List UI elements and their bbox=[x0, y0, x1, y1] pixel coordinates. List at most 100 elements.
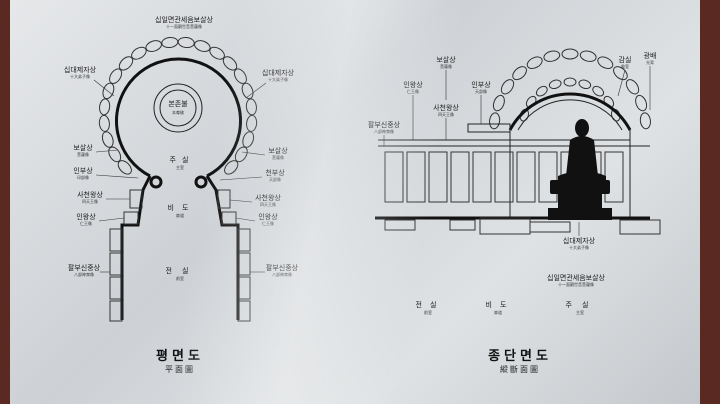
section-label-gwangbae-hanja: 光背 bbox=[646, 59, 654, 65]
section-label-gamsil-hanja: 龕室 bbox=[621, 63, 629, 69]
section-dome-arch bbox=[508, 92, 632, 131]
wall-panel bbox=[428, 151, 448, 203]
stone-block bbox=[543, 50, 561, 62]
stone-block bbox=[241, 82, 254, 100]
stone-block bbox=[579, 50, 597, 62]
section-label-bido: 비도 bbox=[486, 300, 515, 309]
plan-label-jusil-hanja: 主室 bbox=[176, 164, 184, 170]
wall-panel bbox=[472, 151, 492, 203]
section-label-sacheon: 사천왕상 bbox=[433, 103, 459, 112]
section-label-indra-hanja: 天部像 bbox=[475, 88, 487, 94]
section-label-ten: 십대제자상 bbox=[563, 236, 596, 245]
plan-chamber-wall bbox=[115, 57, 242, 178]
plan-label-jeonsil-hanja: 前室 bbox=[176, 275, 184, 281]
section-label-jeonsil-hanja: 前室 bbox=[424, 309, 432, 315]
plan-label-bido: 비도 bbox=[168, 203, 197, 212]
plan-subtitle: 平面圖 bbox=[165, 365, 195, 374]
plan-title: 평면도 bbox=[156, 348, 204, 364]
plan-label-ten-right: 십대제자상 bbox=[262, 68, 295, 77]
wall-panel bbox=[384, 151, 404, 203]
stone-block bbox=[234, 146, 248, 163]
stone-block bbox=[512, 66, 527, 81]
section-labels: 보살상 菩薩像 인왕상 仁王像 인부상 天部像 사천왕상 四天王像 팔부신중상 … bbox=[368, 51, 657, 315]
plan-pillar-left bbox=[149, 175, 163, 189]
stone-block bbox=[245, 98, 257, 116]
plan-label-inwang-left-hanja: 仁王像 bbox=[80, 220, 92, 226]
stone-block bbox=[209, 46, 225, 60]
plan-label-jeonsil: 전실 bbox=[166, 266, 199, 275]
plan-label-palbu-left: 팔부신중상 bbox=[68, 263, 101, 272]
section-label-jusil-hanja: 主室 bbox=[576, 309, 584, 315]
stone-block bbox=[561, 48, 579, 60]
stone-block bbox=[99, 98, 111, 116]
plan-label-jusil: 주실 bbox=[170, 155, 195, 164]
plan-label-inwang-right-hanja: 仁王像 bbox=[262, 220, 274, 226]
plan-label-sacheon-left: 사천왕상 bbox=[77, 190, 103, 199]
plan-label-ten-left: 십대제자상 bbox=[64, 65, 97, 74]
plan-label-buddha: 본존불 bbox=[168, 99, 188, 108]
section-subtitle: 縱斷面圖 bbox=[500, 364, 540, 374]
plan-label-indra: 인부상 bbox=[73, 166, 93, 175]
plan-buddha-inner-circle bbox=[159, 89, 197, 127]
stone-block bbox=[131, 46, 147, 60]
plan-label-bosal-right: 보살상 bbox=[268, 146, 288, 155]
section-label-top-hanja: 十一面觀世音菩薩像 bbox=[558, 281, 594, 287]
stone-block bbox=[246, 114, 258, 132]
wall-panel bbox=[604, 151, 624, 203]
stone-block bbox=[613, 66, 628, 81]
section-label-top: 십일면관세음보살상 bbox=[547, 273, 606, 282]
wall-panel bbox=[406, 151, 426, 203]
stone-block bbox=[592, 85, 605, 97]
section-label-gwangbae: 광배 bbox=[644, 51, 657, 60]
stone-block bbox=[194, 40, 211, 53]
plan-label-inwang-right: 인왕상 bbox=[258, 212, 278, 221]
section-label-palbu: 팔부신중상 bbox=[368, 120, 401, 129]
stone-block bbox=[625, 79, 640, 95]
wall-panel bbox=[450, 151, 470, 203]
plan-label-palbu-right-hanja: 八部神衆像 bbox=[272, 271, 292, 277]
stone-block bbox=[177, 36, 195, 49]
stone-block bbox=[161, 36, 179, 49]
plan-label-indra-hanja: 印部像 bbox=[77, 174, 89, 180]
section-label-sacheon-hanja: 四天王像 bbox=[438, 111, 454, 117]
plan-label-sacheon-right-hanja: 四天王像 bbox=[260, 201, 276, 207]
stone-block bbox=[102, 82, 115, 100]
stone-block bbox=[101, 131, 114, 148]
stone-block bbox=[98, 114, 110, 132]
section-view: 보살상 菩薩像 인왕상 仁王像 인부상 天部像 사천왕상 四天王像 팔부신중상 … bbox=[368, 48, 661, 374]
stone-block bbox=[535, 85, 548, 97]
grotto-diagram: 십일면관세음보살상 十一面觀世音菩薩像 십대제자상 十大弟子像 십대제자상 十大… bbox=[64, 15, 661, 374]
plan-label-bosal-left: 보살상 bbox=[73, 143, 93, 152]
section-foundation bbox=[384, 217, 661, 235]
plan-buddha-outer-circle bbox=[153, 83, 203, 133]
plan-outer-stones bbox=[98, 36, 258, 175]
plan-label-ten-right-hanja: 十大弟子像 bbox=[268, 76, 288, 82]
plan-label-top: 십일면관세음보살상 bbox=[155, 15, 214, 24]
wall-panel bbox=[494, 151, 514, 203]
plan-labels: 십일면관세음보살상 十一面觀世音菩薩像 십대제자상 十大弟子像 십대제자상 十大… bbox=[64, 15, 299, 281]
stone-block bbox=[597, 56, 614, 69]
plan-label-palbu-right: 팔부신중상 bbox=[266, 263, 299, 272]
plan-view: 십일면관세음보살상 十一面觀世音菩薩像 십대제자상 十大弟子像 십대제자상 十大… bbox=[64, 15, 299, 374]
stone-block bbox=[563, 77, 577, 87]
metal-sign-board: 십일면관세음보살상 十一面觀世音菩薩像 십대제자상 十大弟子像 십대제자상 十大… bbox=[10, 0, 700, 404]
plan-label-inwang-left: 인왕상 bbox=[76, 212, 96, 221]
stone-block bbox=[242, 131, 255, 148]
stone-block bbox=[224, 160, 239, 175]
stone-block bbox=[639, 112, 651, 130]
plan-label-bosal-left-hanja: 菩薩像 bbox=[77, 151, 89, 157]
plan-label-bido-hanja: 扉道 bbox=[176, 212, 184, 218]
stone-block bbox=[145, 40, 162, 53]
plan-label-cheonbu-hanja: 天部像 bbox=[269, 176, 281, 182]
section-beam-upper bbox=[467, 123, 511, 133]
plan-label-sacheon-right: 사천왕상 bbox=[255, 193, 281, 202]
section-label-bosal: 보살상 bbox=[436, 55, 456, 64]
stone-block bbox=[492, 94, 505, 112]
section-label-inwang: 인왕상 bbox=[403, 80, 423, 89]
stone-block bbox=[578, 79, 592, 90]
section-label-bosal-hanja: 菩薩像 bbox=[440, 63, 452, 69]
plan-label-buddha-hanja: 本尊佛 bbox=[172, 109, 184, 115]
section-label-inwang-hanja: 仁王像 bbox=[407, 88, 419, 94]
stone-block bbox=[526, 56, 543, 69]
stone-block bbox=[635, 94, 648, 112]
